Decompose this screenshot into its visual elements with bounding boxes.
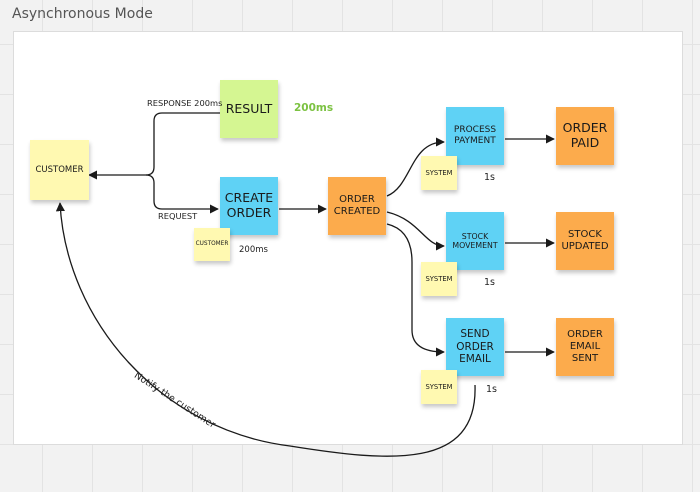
create-time-label: 200ms (239, 245, 268, 255)
response-connector (88, 112, 220, 180)
created-to-payment-connector (386, 137, 445, 197)
system-note-2[interactable]: SYSTEM (421, 262, 457, 296)
request-label: REQUEST (158, 211, 198, 221)
result-time-label: 200ms (294, 102, 334, 114)
stock-movement-note[interactable]: STOCK MOVEMENT (446, 212, 504, 270)
notify-connector (55, 202, 476, 457)
order-email-sent-note[interactable]: ORDER EMAIL SENT (556, 318, 614, 376)
process-payment-note[interactable]: PROCESS PAYMENT (446, 107, 504, 165)
email-time-label: 1s (486, 384, 497, 395)
request-connector (145, 174, 219, 214)
response-label: RESPONSE 200ms (147, 98, 223, 108)
stock-time-label: 1s (484, 277, 495, 288)
create-order-note[interactable]: CREATE ORDER (220, 177, 278, 235)
frame-title: Asynchronous Mode (12, 6, 153, 22)
system-note-1[interactable]: SYSTEM (421, 156, 457, 190)
order-paid-note[interactable]: ORDER PAID (556, 107, 614, 165)
payment-time-label: 1s (484, 172, 495, 183)
stock-updated-note[interactable]: STOCK UPDATED (556, 212, 614, 270)
customer-small-note[interactable]: CUSTOMER (194, 228, 230, 261)
created-to-email-connector (386, 223, 445, 357)
order-created-note[interactable]: ORDER CREATED (328, 177, 386, 235)
created-to-stock-connector (386, 211, 445, 251)
result-note[interactable]: RESULT (220, 80, 278, 138)
system-note-3[interactable]: SYSTEM (421, 370, 457, 404)
customer-note[interactable]: CUSTOMER (30, 140, 89, 200)
send-order-email-note[interactable]: SEND ORDER EMAIL (446, 318, 504, 376)
